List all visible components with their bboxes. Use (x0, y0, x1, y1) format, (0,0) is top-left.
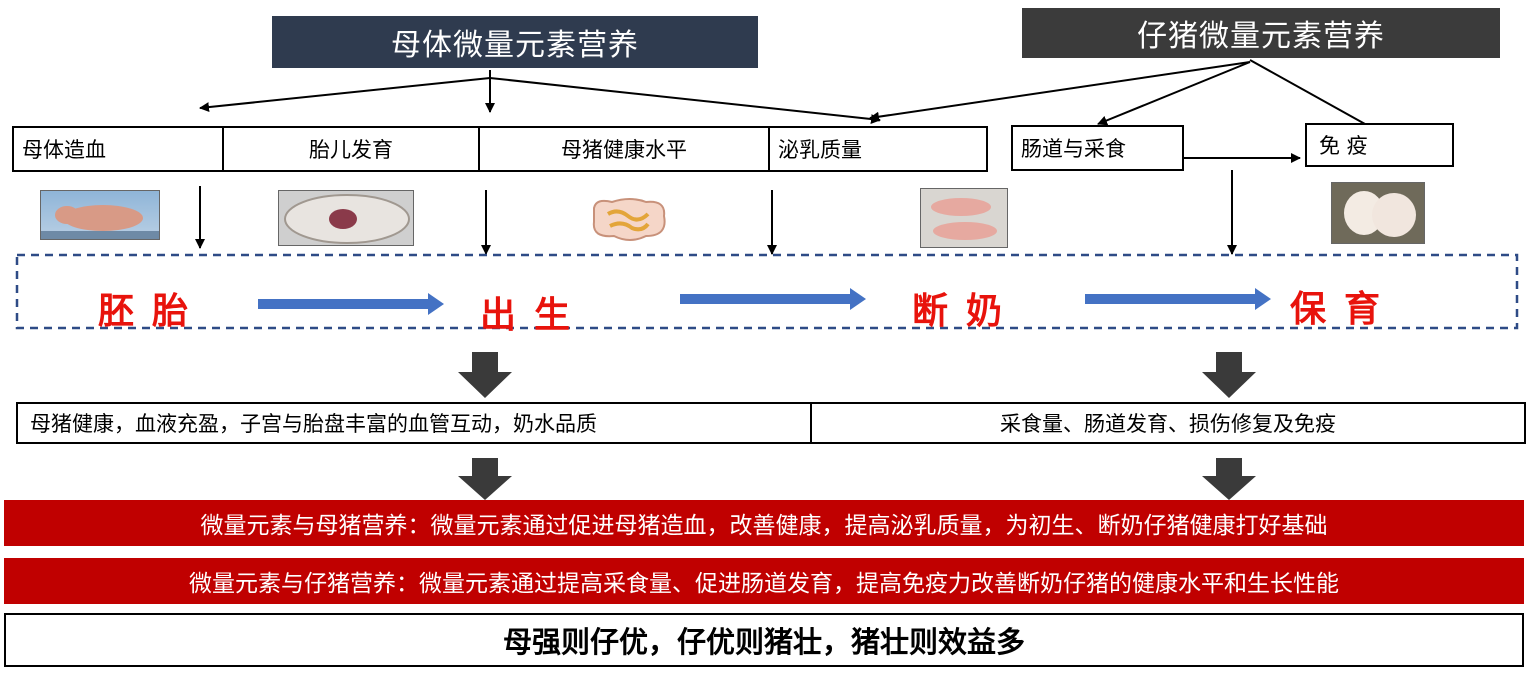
stage-weaning: 断奶 (912, 291, 1021, 332)
stage-embryo: 胚胎 (98, 291, 207, 332)
maternal-outcome-box: 母猪健康，血液充盈，子宫与胎盘丰富的血管互动，奶水品质 (16, 402, 812, 444)
embryo-dish-photo (278, 190, 414, 246)
intestine-illustration (586, 196, 670, 244)
piglet-nutrition-band: 微量元素与仔猪营养：微量元素通过提高采食量、促进肠道发育，提高免疫力改善断奶仔猪… (4, 558, 1524, 604)
stage-birth: 出生 (480, 295, 589, 336)
newborn-piglets-photo (920, 188, 1008, 248)
piglet-nutrition-header: 仔猪微量元素营养 (1022, 8, 1500, 58)
maternal-nutrition-header: 母体微量元素营养 (272, 16, 758, 68)
motto-banner: 母强则仔优，仔优则猪壮，猪壮则效益多 (4, 613, 1524, 667)
lactation-quality-box: 泌乳质量 (768, 126, 988, 172)
piglet-photo (40, 190, 160, 240)
piglet-outcome-box: 采食量、肠道发育、损伤修复及免疫 (810, 402, 1526, 444)
gut-and-feeding-box: 肠道与采食 (1011, 125, 1184, 171)
nursery-piglets-photo (1331, 182, 1425, 244)
sow-health-box: 母猪健康水平 (478, 126, 770, 172)
maternal-hematopoiesis-box: 母体造血 (12, 126, 224, 172)
stage-nursery: 保育 (1290, 289, 1399, 330)
fetal-development-box: 胎儿发育 (222, 126, 480, 172)
immunity-box: 免 疫 (1305, 123, 1454, 167)
sow-nutrition-band: 微量元素与母猪营养：微量元素通过促进母猪造血，改善健康，提高泌乳质量，为初生、断… (4, 500, 1524, 546)
